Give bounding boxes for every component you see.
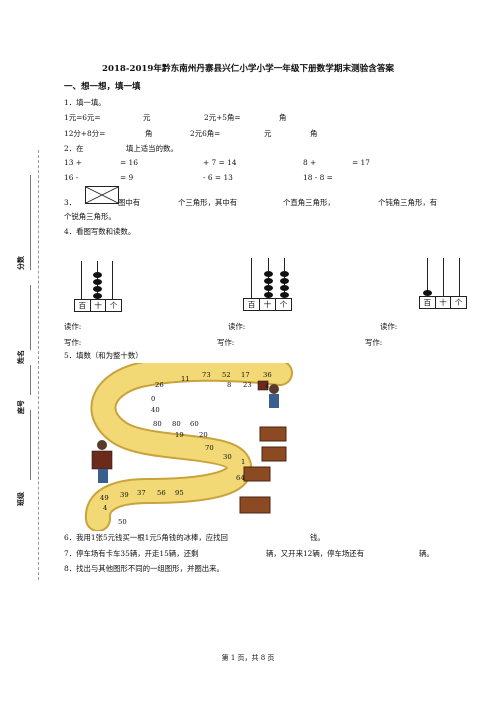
side-seat-label: 座号 [16, 400, 25, 414]
abacus-1-ones: 个 [109, 301, 118, 310]
path-number: 19 [175, 431, 184, 439]
path-number: 11 [181, 375, 190, 383]
score-line [30, 175, 31, 270]
path-number: 64 [236, 474, 245, 482]
q2-r1d: 8 + [303, 158, 317, 167]
path-number: 80 [153, 420, 162, 428]
q7-a: 7．停车场有卡车35辆，开走15辆，还剩 [64, 549, 199, 558]
side-name-label: 姓名 [16, 350, 25, 364]
path-number: 1 [241, 458, 246, 466]
name-line [30, 285, 31, 350]
write-label-1: 写作: [64, 338, 82, 347]
number-path-illustration [84, 363, 293, 531]
q3-a: 图中有 [118, 198, 141, 207]
path-number: 17 [241, 371, 250, 379]
q1-r1a: 1元=6元= [64, 113, 101, 122]
path-number: 39 [120, 491, 129, 499]
q2-r1a: 13 + [64, 158, 82, 167]
path-number: 49 [100, 494, 109, 502]
q1-r2e: 角 [310, 129, 318, 138]
path-number: 8 [227, 381, 232, 389]
q1-r2b: 角 [145, 129, 153, 138]
q1-r2d: 元 [264, 129, 272, 138]
section-heading: 一、想一想，填一填 [64, 82, 141, 92]
path-number: 56 [157, 489, 166, 497]
path-number: 23 [243, 381, 252, 389]
q7-c: 辆。 [419, 549, 434, 558]
abacus-2-tens: 十 [260, 299, 276, 310]
path-number: 52 [222, 371, 231, 379]
path-number: 80 [172, 420, 181, 428]
q3-c: 个直角三角形， [283, 198, 335, 207]
write-label-3: 写作: [365, 338, 383, 347]
q4-label: 4．看图写数和读数。 [64, 227, 136, 236]
path-number: 4 [265, 382, 270, 390]
side-class-label: 班级 [16, 492, 25, 506]
abacus-3-hundreds: 百 [420, 297, 436, 308]
path-number: 36 [263, 371, 272, 379]
q2-r2b: = 9 [120, 173, 134, 182]
q8-a: 8．找出与其他图形不同的一组图形，并圈出来。 [64, 564, 224, 573]
path-number: 70 [205, 444, 214, 452]
q2-r1b: = 16 [120, 158, 138, 167]
read-label-1: 读作: [64, 322, 82, 331]
path-number: 50 [118, 518, 127, 526]
q1-label: 1．填一填。 [64, 98, 106, 107]
q1-r2a: 12分+8分= [64, 129, 106, 138]
q3-label: 3． [64, 198, 77, 207]
triangle-figure [85, 186, 119, 204]
path-number: 4 [103, 504, 108, 512]
abacus-3-ones: 个 [454, 298, 463, 307]
read-label-2: 读作: [228, 322, 246, 331]
q3-d: 个钝角三角形，有 [378, 198, 438, 207]
path-number: 0 [151, 395, 156, 403]
q3-b: 个三角形，其中有 [178, 198, 238, 207]
path-number: 20 [199, 431, 208, 439]
q2-r2c: - 6 = 13 [203, 173, 233, 182]
path-number: 30 [223, 453, 232, 461]
q5-label: 5．填数（和为整十数） [64, 351, 143, 360]
q3-line2: 个锐角三角形。 [64, 212, 116, 221]
abacus-1-tens: 十 [91, 300, 107, 311]
write-label-2: 写作: [217, 338, 235, 347]
path-number: 60 [190, 420, 199, 428]
q2-r1c: + 7 = 14 [203, 158, 237, 167]
abacus-1-hundreds: 百 [75, 300, 91, 311]
side-score-label: 分数 [16, 256, 25, 270]
document-title: 2018-2019年黔东南州丹寨县兴仁小学小学一年级下册数学期末测验含答案 [101, 64, 395, 74]
binding-dashed-line [38, 150, 39, 580]
path-number: 95 [175, 489, 184, 497]
path-number: 37 [137, 489, 146, 497]
q1-r1b: 元 [143, 113, 151, 122]
q6-a: 6．我用1张5元钱买一根1元5角钱的冰棒，应找回 [64, 533, 228, 542]
read-label-3: 读作: [380, 322, 398, 331]
abacus-2-ones: 个 [279, 300, 288, 309]
path-number: 40 [151, 406, 160, 414]
q2-r1e: = 17 [352, 158, 370, 167]
abacus-2-hundreds: 百 [244, 299, 260, 310]
q6-b: 钱。 [310, 533, 325, 542]
q2-r2a: 16 - [64, 173, 79, 182]
class-line [30, 410, 31, 480]
page-footer: 第 1 页，共 8 页 [221, 654, 275, 662]
q2-label-b: 填上适当的数。 [126, 144, 178, 153]
q1-r2c: 2元6角= [190, 129, 221, 138]
q2-label: 2．在 [64, 144, 84, 153]
path-number: 26 [155, 381, 164, 389]
q7-b: 辆，又开来12辆，停车场还有 [266, 549, 365, 558]
abacus-3-tens: 十 [436, 297, 452, 308]
q1-r1c: 2元+5角= [204, 113, 241, 122]
seat-line [30, 365, 31, 395]
q1-r1d: 角 [279, 113, 287, 122]
path-number: 73 [202, 371, 211, 379]
q2-r2d: 18 - 8 = [303, 173, 333, 182]
